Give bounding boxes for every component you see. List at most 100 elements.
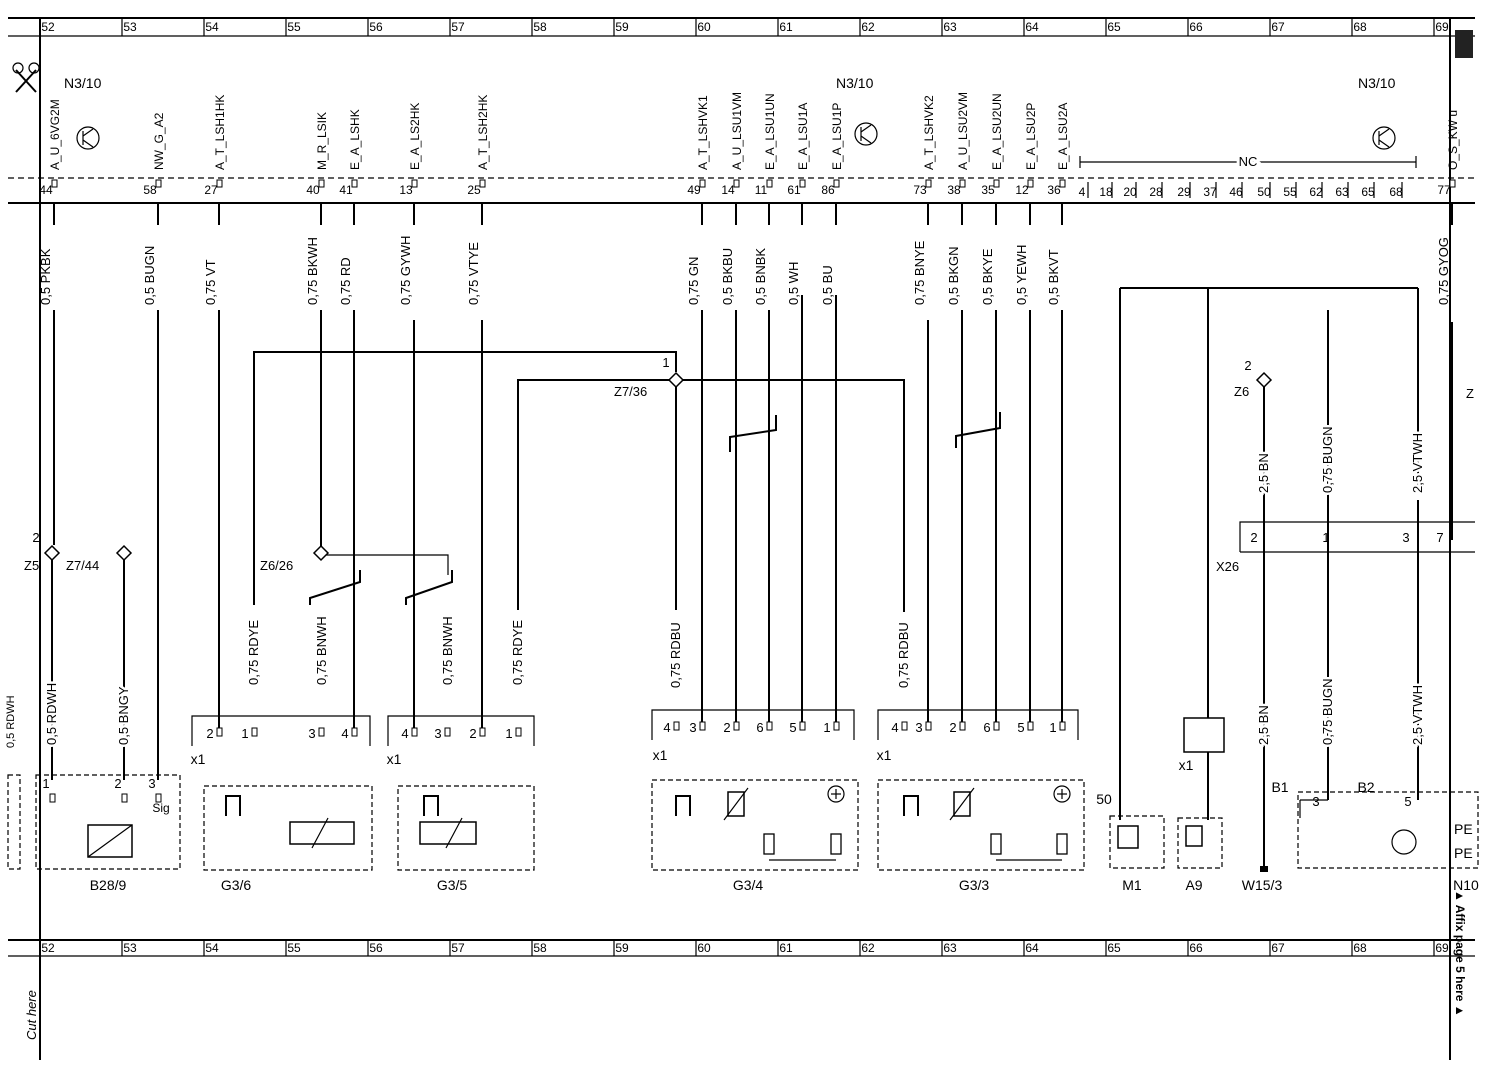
- splice-label: Z7/44: [66, 558, 99, 573]
- component-label: N10: [1453, 877, 1479, 893]
- grid-col-label: 68: [1353, 941, 1367, 955]
- nc-pin: 68: [1389, 185, 1403, 199]
- grid-col-label: 56: [369, 941, 383, 955]
- splice-pin: 1: [1322, 530, 1329, 545]
- grid-col-label: 67: [1271, 941, 1285, 955]
- pin-number: 13: [399, 183, 413, 197]
- pe-label: PE: [1454, 821, 1473, 837]
- splice-diamond: [115, 544, 133, 562]
- transistor-lead: [860, 135, 872, 144]
- m1-pin: 50: [1096, 791, 1112, 807]
- connector-pin: 3: [434, 726, 441, 741]
- components: [7, 122, 1479, 872]
- nc-pin: 55: [1283, 185, 1297, 199]
- b2-pin: 3: [1312, 794, 1319, 809]
- pin-terminal: [1027, 721, 1034, 731]
- wire-label: 0,5 BKBU: [720, 248, 735, 305]
- pin-terminal: [1059, 179, 1066, 188]
- pe-label: PE: [1454, 845, 1473, 861]
- pin-name: A_U_LSU2VM: [956, 92, 970, 170]
- pin-name: E_A_LSU1A: [796, 103, 810, 170]
- pot-arrow: [723, 787, 749, 821]
- connector-pin: 1: [1049, 720, 1056, 735]
- x1-label: x1: [1179, 757, 1194, 773]
- pin-number: 58: [143, 183, 157, 197]
- nc-pin: 28: [1149, 185, 1163, 199]
- starter-motor-symbol: [1117, 825, 1139, 849]
- pin-terminal: [901, 721, 908, 731]
- component-label: A9: [1185, 877, 1202, 893]
- wire-label: 0,5 WH: [786, 262, 801, 305]
- grid-col-label: 69: [1435, 20, 1449, 34]
- x26-body: [1239, 521, 1475, 552]
- grid-col-label: 58: [533, 941, 547, 955]
- wire-label: 0,5 BNBK: [753, 248, 768, 305]
- grid-col-label: 67: [1271, 20, 1285, 34]
- resistor-symbol: [1056, 833, 1068, 855]
- b1-label: B1: [1271, 779, 1288, 795]
- pin-name: E_A_LSU2A: [1056, 103, 1070, 170]
- pin-terminal: [925, 721, 932, 731]
- splice-label: Z7/36: [614, 384, 647, 399]
- transistor-icon: [1372, 126, 1396, 150]
- component-label: G3/5: [437, 877, 468, 893]
- grid-col-label: 59: [615, 20, 629, 34]
- grid-col-label: 54: [205, 941, 219, 955]
- pin-number: 44: [39, 183, 53, 197]
- pin-name: A_T_LSHVK2: [922, 95, 936, 170]
- grid-col-label: 63: [943, 941, 957, 955]
- connector-g34: [651, 709, 855, 740]
- wire-label: 0,5 BNGY: [116, 686, 131, 745]
- pin-terminal: [925, 179, 932, 188]
- pin-terminal: [1059, 721, 1066, 731]
- wire-label: 0,75 GYWH: [398, 236, 413, 305]
- b28-pin: 1: [42, 776, 49, 791]
- nc-pin: 63: [1335, 185, 1349, 199]
- resistor-symbol: [990, 833, 1002, 855]
- pin-terminal: [121, 793, 128, 803]
- component-label: M1: [1122, 877, 1142, 893]
- switch-jog: [729, 415, 777, 452]
- pin-terminal: [351, 179, 358, 188]
- grid-col-label: 64: [1025, 20, 1039, 34]
- pin-terminal: [993, 179, 1000, 188]
- heater-icon: [827, 785, 845, 803]
- splice-label: X26: [1216, 559, 1239, 574]
- resistor-symbol: [763, 833, 775, 855]
- wire-label: 2,5 BN: [1256, 453, 1271, 493]
- pot-arrow: [445, 817, 463, 849]
- pin-number: 38: [947, 183, 961, 197]
- transistor-lead: [860, 124, 872, 133]
- pin-terminal: [351, 727, 358, 737]
- wire-label: 2,5 VTWH: [1410, 685, 1425, 745]
- grid-col-label: 59: [615, 941, 629, 955]
- pin-number: 77: [1437, 183, 1451, 197]
- wire-label: 0,5 BU: [820, 265, 835, 305]
- grid-col-label: 62: [861, 941, 875, 955]
- grid-col-label: 61: [779, 20, 793, 34]
- heater-icon: [1053, 785, 1071, 803]
- splice-pin: 2: [1244, 358, 1251, 373]
- pin-number: 49: [687, 183, 701, 197]
- hall-sensor-symbol: [225, 795, 241, 816]
- bus-z6-26: [321, 554, 449, 575]
- pin-name: E_A_LSU2P: [1024, 103, 1038, 170]
- splice-label: Z5: [24, 558, 39, 573]
- connector-pin: 1: [241, 726, 248, 741]
- x1-label: x1: [877, 747, 892, 763]
- grid-col-label: 65: [1107, 20, 1121, 34]
- wire-label: 0,75 RDYE: [246, 620, 261, 685]
- bus-z7-36: [253, 351, 677, 605]
- wire-label: 0,75 BUGN: [1320, 679, 1335, 745]
- g3-4-box: [651, 779, 859, 871]
- n310-label: N3/10: [836, 75, 874, 91]
- splice-pin: 1: [662, 355, 669, 370]
- pin-terminal: [733, 721, 740, 731]
- nc-pin: 20: [1123, 185, 1137, 199]
- a9-box: [1177, 817, 1223, 869]
- connector-pin: 2: [723, 720, 730, 735]
- pin-number: 36: [1047, 183, 1061, 197]
- pin-terminal: [479, 179, 486, 188]
- grid-col-label: 60: [697, 941, 711, 955]
